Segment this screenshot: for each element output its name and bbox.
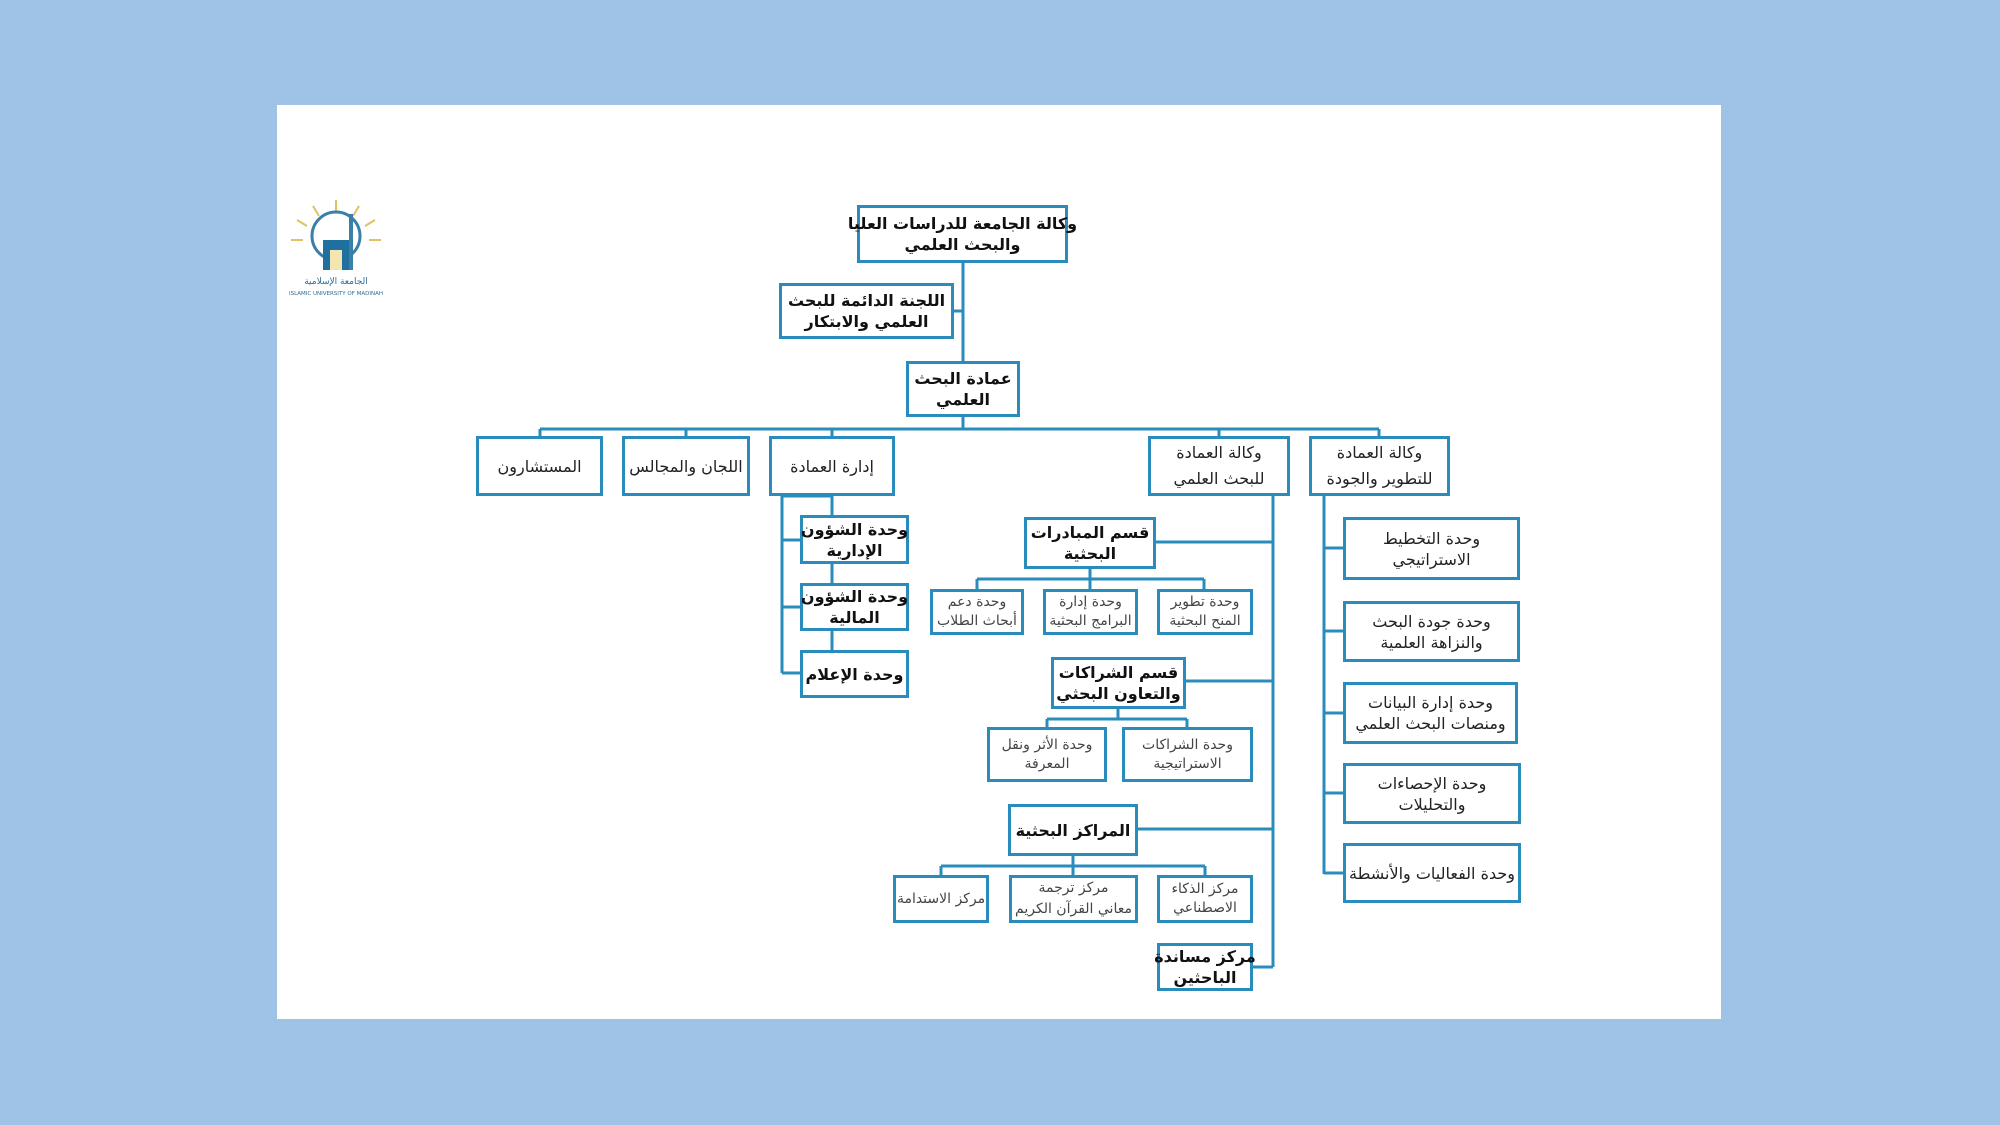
node-research-quality-unit: وحدة جودة البحث والنزاهة العلمية bbox=[1343, 601, 1520, 662]
node-research-centers: المراكز البحثية bbox=[1008, 804, 1138, 856]
node-statistics-unit: وحدة الإحصاءات والتحليلات bbox=[1343, 763, 1521, 824]
node-admin-affairs-unit: وحدة الشؤون الإدارية bbox=[800, 515, 909, 564]
node-committees: اللجان والمجالس bbox=[622, 436, 750, 496]
node-researcher-support-center: مركز مساندة الباحثين bbox=[1154, 943, 1256, 991]
node-strategic-planning-unit: وحدة التخطيط الاستراتيجي bbox=[1343, 517, 1520, 580]
node-impact-unit: وحدة الأثر ونقل المعرفة bbox=[987, 727, 1107, 782]
node-strategic-partnerships-unit: وحدة الشراكات الاستراتيجية bbox=[1122, 727, 1253, 782]
node-media-unit: وحدة الإعلام bbox=[800, 650, 909, 698]
node-sustainability-center: مركز الاستدامة bbox=[893, 875, 989, 923]
node-quran-translation-center: مركز ترجمة معاني القرآن الكريم bbox=[1009, 875, 1138, 923]
node-partnerships-dept: قسم الشراكات والتعاون البحثي bbox=[1051, 657, 1186, 709]
logo-english-text: ISLAMIC UNIVERSITY OF MADINAH bbox=[289, 291, 383, 297]
logo-arabic-text: الجامعة الإسلامية bbox=[304, 277, 368, 287]
node-vice-development: وكالة العمادة للتطوير والجودة bbox=[1309, 436, 1450, 496]
node-financial-affairs-unit: وحدة الشؤون المالية bbox=[800, 583, 909, 631]
node-initiatives-dept: قسم المبادرات البحثية bbox=[1024, 517, 1156, 569]
university-logo: الجامعة الإسلامية ISLAMIC UNIVERSITY OF … bbox=[289, 200, 383, 297]
node-research-programs-unit: وحدة إدارة البرامج البحثية bbox=[1043, 589, 1138, 635]
node-vice-research: وكالة العمادة للبحث العلمي bbox=[1148, 436, 1290, 496]
node-ai-center: مركز الذكاء الاصطناعي bbox=[1157, 875, 1253, 923]
node-grants-unit: وحدة تطوير المنح البحثية bbox=[1157, 589, 1253, 635]
node-standing-committee: اللجنة الدائمة للبحث العلمي والابتكار bbox=[779, 283, 954, 339]
node-advisors: المستشارون bbox=[476, 436, 603, 496]
node-deanship: عمادة البحث العلمي bbox=[906, 361, 1020, 417]
node-data-management-unit: وحدة إدارة البيانات ومنصات البحث العلمي bbox=[1343, 682, 1518, 744]
node-deanship-admin: إدارة العمادة bbox=[769, 436, 895, 496]
node-vice-rectorate: وكالة الجامعة للدراسات العليا والبحث الع… bbox=[848, 205, 1077, 263]
node-events-unit: وحدة الفعاليات والأنشطة bbox=[1343, 843, 1521, 903]
node-student-research-unit: وحدة دعم أبحاث الطلاب bbox=[930, 589, 1024, 635]
